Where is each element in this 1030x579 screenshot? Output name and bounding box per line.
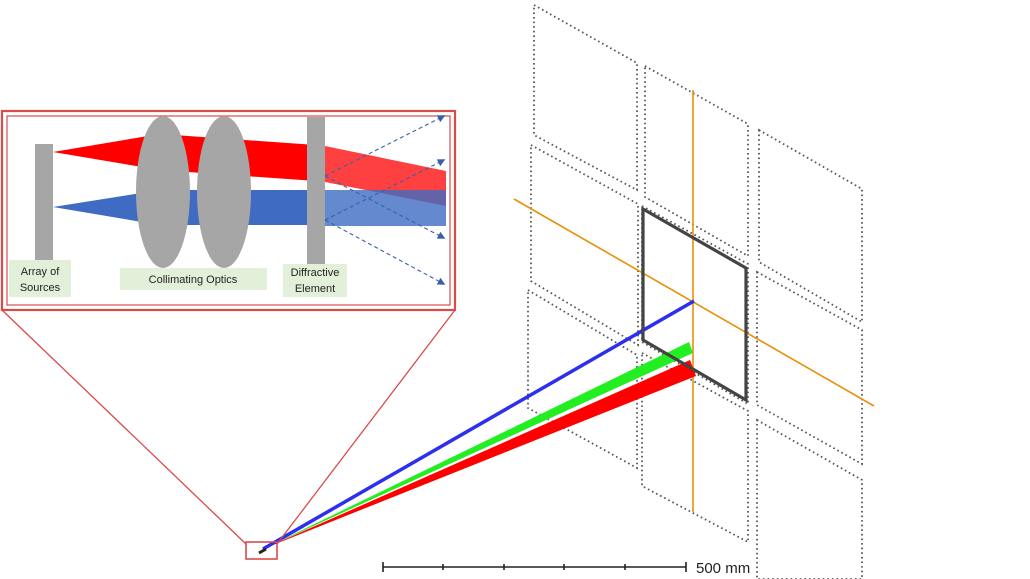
inset-inner-border bbox=[6, 115, 451, 306]
scale-bar-label: 500 mm bbox=[696, 560, 750, 577]
collimating-optics-text: Collimating Optics bbox=[149, 274, 238, 286]
grid-tile-top-right bbox=[758, 128, 863, 324]
grid-tile-middle-left bbox=[530, 143, 639, 347]
array-of-sources-line1: Array of bbox=[21, 266, 60, 278]
diffractive-element-line2: Element bbox=[295, 283, 335, 295]
grid-tile-top-center bbox=[644, 64, 749, 258]
inset-blue-beam-converge bbox=[53, 190, 160, 225]
target-tile bbox=[641, 206, 748, 403]
diffractive-element-line1: Diffractive bbox=[291, 267, 340, 279]
grid-tile-top-left bbox=[533, 3, 638, 192]
collimating-lens-2 bbox=[197, 116, 251, 268]
label-diffractive-element: Diffractive Element bbox=[283, 264, 347, 297]
source-highlight-box bbox=[245, 541, 278, 560]
collimating-lens-1 bbox=[136, 116, 190, 268]
label-collimating-optics: Collimating Optics bbox=[120, 268, 267, 290]
label-array-of-sources: Array of Sources bbox=[9, 260, 71, 297]
inset-red-beam-converge bbox=[53, 134, 160, 170]
red-beam bbox=[263, 360, 696, 549]
array-of-sources-line2: Sources bbox=[20, 282, 61, 294]
inset-blue-beam-out bbox=[325, 190, 446, 226]
blue-beam bbox=[262, 299, 695, 551]
grid-tile-bottom-left bbox=[527, 288, 638, 470]
beams bbox=[262, 299, 696, 551]
grid-tile-middle-right bbox=[756, 270, 863, 466]
inset-panel: Array of Sources Collimating Optics Diff… bbox=[0, 109, 457, 312]
green-beam bbox=[263, 342, 693, 549]
source-emitter bbox=[258, 547, 267, 555]
diffractive-element-bar bbox=[307, 117, 325, 267]
projection-grid bbox=[527, 3, 863, 579]
source-marker bbox=[245, 541, 278, 560]
zoom-lines bbox=[1, 309, 456, 545]
scale-bar bbox=[382, 562, 687, 572]
grid-tile-bottom-right bbox=[756, 418, 863, 579]
diffraction-orders bbox=[324, 115, 446, 285]
source-array-bar bbox=[35, 144, 53, 260]
